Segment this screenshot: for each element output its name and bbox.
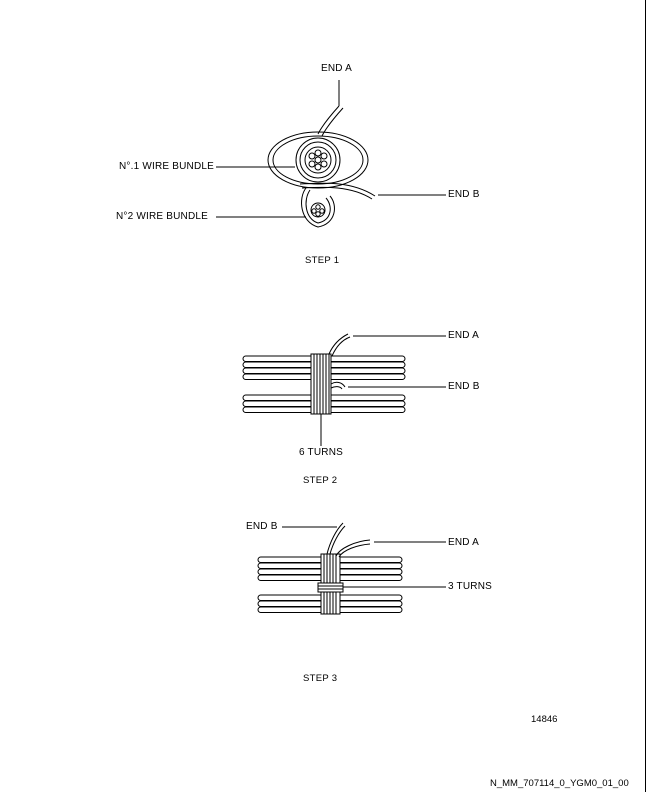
step2-caption: STEP 2 — [303, 475, 338, 486]
step3-end-b-label: END B — [246, 521, 278, 532]
step2-turns-label: 6 TURNS — [299, 447, 344, 458]
step2-illustration — [242, 333, 446, 446]
step1-bundle2-label: N°2 WIRE BUNDLE — [116, 211, 209, 222]
figure-number: 14846 — [531, 714, 558, 725]
step3-end-a-label: END A — [448, 537, 480, 548]
step1-illustration — [216, 80, 446, 228]
step2-end-a-label: END A — [448, 330, 480, 341]
step3-illustration — [257, 522, 446, 615]
page-border-line — [645, 0, 646, 792]
step1-end-a-label: END A — [321, 63, 353, 74]
document-reference: N_MM_707114_0_YGM0_01_00 — [490, 778, 629, 789]
step2-end-b-label: END B — [448, 381, 480, 392]
step3-caption: STEP 3 — [303, 673, 338, 684]
step3-turns-label: 3 TURNS — [448, 581, 493, 592]
step1-caption: STEP 1 — [305, 255, 340, 266]
step1-end-b-label: END B — [448, 189, 480, 200]
step1-bundle1-label: N°.1 WIRE BUNDLE — [119, 161, 214, 172]
